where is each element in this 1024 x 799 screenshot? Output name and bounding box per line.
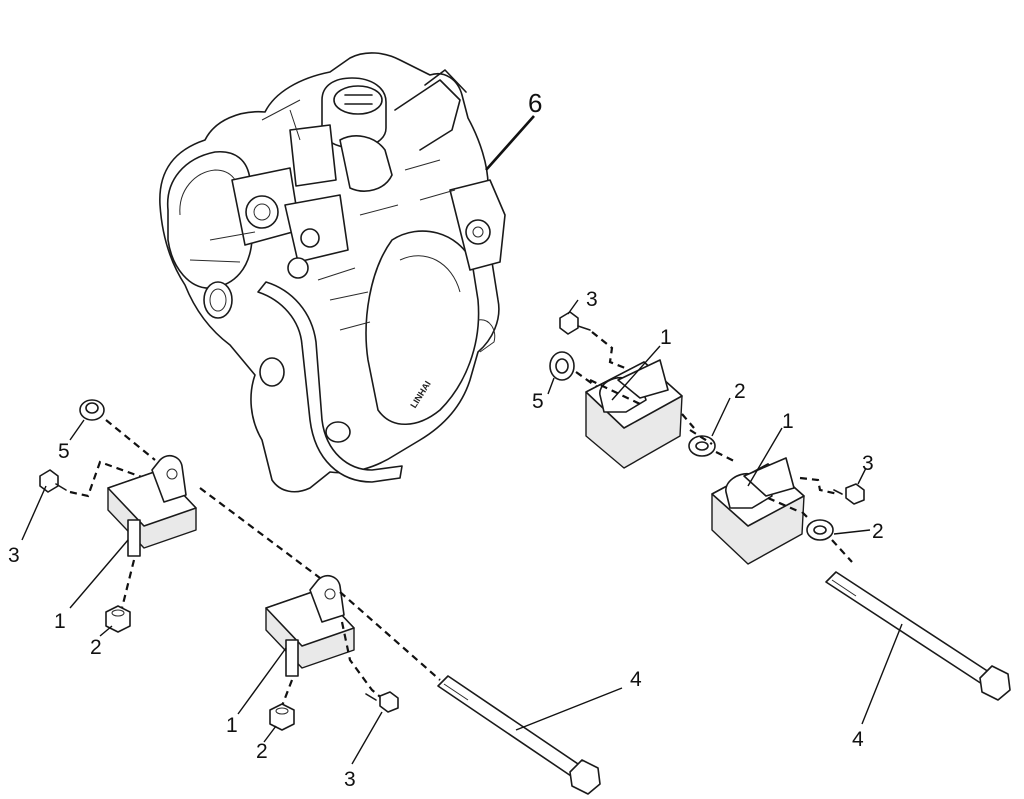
callout-right-spacer-b: 2 [872,520,884,543]
right-spacer-a [688,435,716,457]
callout-labels: 6 5 3 1 2 1 2 3 4 3 1 5 2 1 3 2 4 [8,88,884,791]
right-mount-assembly [549,311,1011,701]
left-nut-a [105,605,131,633]
right-spacer-b [806,519,834,541]
callout-right-bolt-b: 3 [862,452,874,475]
right-bolt-a [559,311,591,335]
callout-right-washer: 5 [532,390,544,413]
callout-left-bolt-a: 3 [8,544,20,567]
callout-engine: 6 [528,88,542,118]
callout-left-bolt-b: 3 [344,768,356,791]
callout-right-shaft: 4 [852,728,864,751]
right-washer [549,351,575,381]
callout-right-bolt-a: 3 [586,288,598,311]
engine-assembly: LINHAI [159,52,506,493]
callout-left-shaft: 4 [630,668,642,691]
callout-right-mount-a: 1 [660,326,672,349]
left-bolt-b [365,691,399,713]
right-shaft [825,571,1011,701]
callout-right-spacer-a: 2 [734,380,746,403]
leader-lines [21,115,903,765]
left-washer [79,399,105,421]
left-bolt-a [39,469,67,493]
callout-right-mount-b: 1 [782,410,794,433]
left-bracket-a [107,454,197,557]
right-mount-b [711,457,805,565]
left-bracket-b [265,574,355,677]
callout-left-washer: 5 [58,440,70,463]
callout-left-bracket-a: 1 [54,610,66,633]
callout-left-bracket-b: 1 [226,714,238,737]
callout-left-nut-a: 2 [90,636,102,659]
left-nut-b [269,703,295,731]
callout-left-nut-b: 2 [256,740,268,763]
left-shaft [437,675,601,795]
right-bolt-b [833,483,865,505]
left-mount-assembly [39,399,601,795]
